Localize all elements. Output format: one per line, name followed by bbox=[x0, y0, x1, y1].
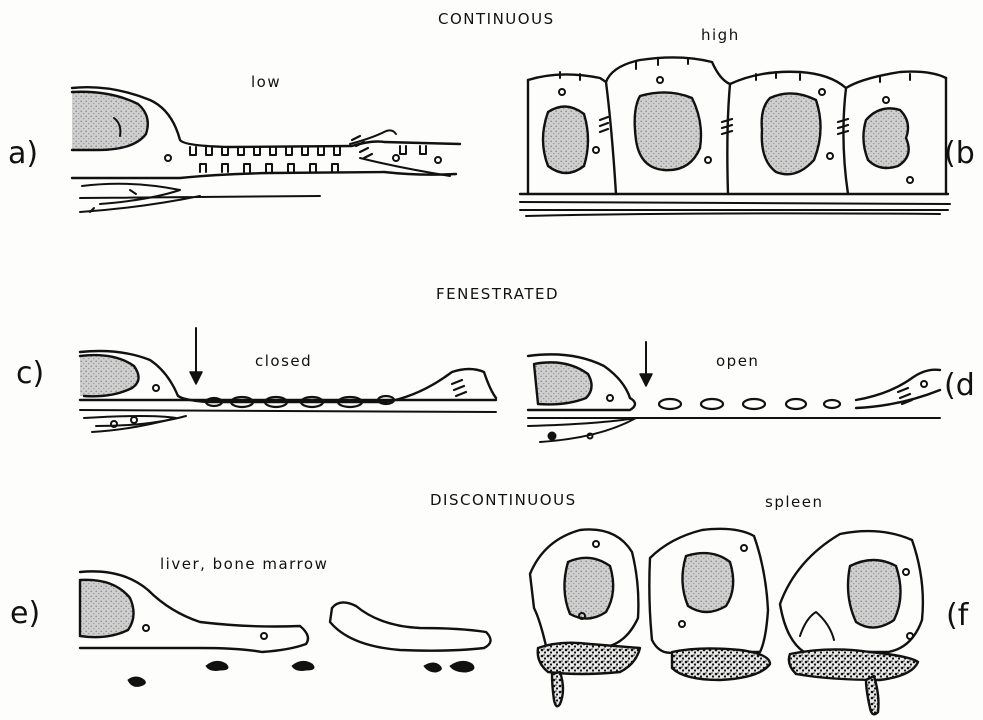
label-spleen: spleen bbox=[765, 493, 823, 511]
panel-label-b: (b bbox=[944, 136, 975, 171]
label-closed: closed bbox=[255, 352, 312, 370]
label-low: low bbox=[251, 73, 281, 91]
panel-label-a: a) bbox=[8, 136, 38, 171]
panel-a-low-endothelium bbox=[72, 87, 460, 212]
heading-discontinuous: DISCONTINUOUS bbox=[430, 491, 577, 509]
panel-f-discontinuous-spleen bbox=[530, 529, 923, 714]
label-high: high bbox=[701, 26, 740, 44]
panel-b-high-endothelium bbox=[520, 57, 950, 216]
heading-fenestrated: FENESTRATED bbox=[436, 285, 559, 303]
panel-label-e: e) bbox=[10, 596, 40, 631]
panel-c-fenestrated-closed bbox=[80, 328, 496, 432]
panel-label-c: c) bbox=[16, 356, 44, 391]
panel-e-discontinuous-liver bbox=[80, 571, 491, 686]
panel-label-f: (f bbox=[946, 598, 968, 633]
label-open: open bbox=[716, 352, 759, 370]
heading-continuous: CONTINUOUS bbox=[438, 10, 555, 28]
panel-label-d: (d bbox=[944, 368, 975, 403]
label-liver-bone-marrow: liver, bone marrow bbox=[160, 555, 328, 573]
